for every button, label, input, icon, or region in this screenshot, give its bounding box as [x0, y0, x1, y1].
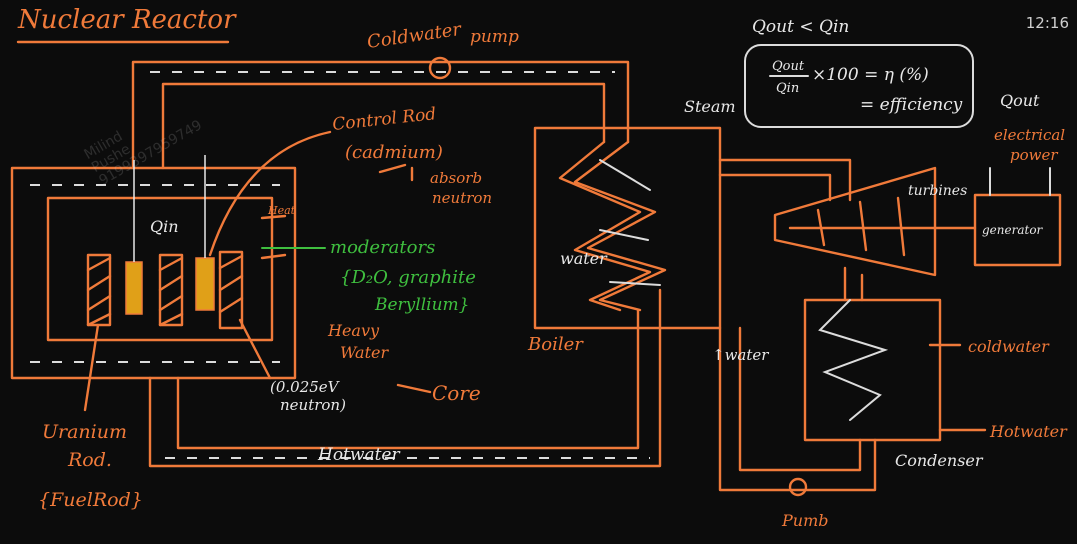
eq-ratio-rest: ×100 = η (%)	[812, 65, 929, 85]
turbine-blades	[816, 196, 906, 257]
coolant-pipe-outer	[131, 60, 630, 170]
bottom-pump-icon	[788, 477, 808, 497]
steam-pipe-inner	[718, 173, 832, 202]
label-generator: generator	[982, 223, 1044, 237]
label-cadmium: (cadmium)	[345, 142, 443, 163]
turbine	[773, 166, 937, 277]
label-heavy: Heavy	[327, 321, 380, 340]
eq-ratio-num: Qout	[772, 59, 805, 74]
label-hotwater-bottom: Hotwater	[317, 445, 400, 465]
eq-ratio-den: Qin	[776, 81, 799, 96]
condenser-tank	[803, 298, 942, 442]
clock-readout: 12:16	[1025, 14, 1069, 32]
label-control-rod: Control Rod	[331, 104, 437, 135]
label-moderator-list-1: {D₂O, graphite	[340, 267, 476, 288]
generator-leads	[989, 167, 1051, 196]
label-boiler: Boiler	[527, 334, 584, 355]
label-hotwater-right: Hotwater	[989, 422, 1068, 441]
neutron-pointer	[238, 318, 272, 380]
heat-arrow-2	[260, 253, 287, 260]
eq-compare: Qout < Qin	[752, 17, 849, 37]
label-heat: Heat	[267, 204, 296, 217]
label-qin: Qin	[150, 217, 179, 236]
label-electrical: electrical	[994, 126, 1065, 144]
label-moderator-list-2: Beryllium}	[374, 295, 469, 315]
label-uranium: Uranium	[42, 421, 127, 443]
reactor-core-box	[46, 196, 274, 342]
reactor-vessel	[10, 166, 297, 380]
absorb-underline	[378, 163, 407, 174]
eq-efficiency: = efficiency	[860, 95, 963, 115]
label-water-up: ↑water	[712, 346, 769, 364]
label-neutron-slow: neutron)	[280, 396, 346, 414]
heat-arrow	[260, 214, 287, 220]
top-pump-icon	[428, 56, 452, 80]
label-pump-top: pump	[470, 27, 519, 47]
control-rod-pointer	[208, 130, 332, 257]
label-moderators: moderators	[330, 237, 435, 258]
uranium-pointer	[83, 323, 100, 412]
return-pipe	[718, 326, 877, 492]
label-core: Core	[432, 381, 481, 405]
hot-pipe-inner	[176, 308, 640, 450]
label-heavy-water: Water	[340, 343, 389, 362]
generator-box	[973, 193, 1062, 267]
label-steam: Steam	[684, 97, 736, 116]
steam-pipe	[718, 158, 852, 202]
label-qout: Qout	[1000, 91, 1040, 110]
title: Nuclear Reactor	[17, 5, 237, 35]
boiler-heat-arrows	[599, 159, 661, 286]
condenser-coil	[818, 299, 889, 421]
label-fuel-rod: {FuelRod}	[38, 489, 143, 511]
core-arrow	[396, 383, 432, 394]
efficiency-box	[744, 44, 974, 128]
label-pump-bottom: Pumb	[781, 511, 828, 530]
boiler-coil	[573, 140, 667, 312]
fuel-rods	[86, 250, 244, 330]
return-pipe-inner	[738, 326, 862, 472]
label-neutron-energy: (0.025eV	[270, 378, 341, 396]
coolant-pipe-inner	[161, 82, 606, 170]
label-water-boiler: water	[560, 249, 608, 268]
label-condenser: Condenser	[895, 451, 984, 470]
control-rods	[125, 155, 215, 315]
label-absorb: absorb	[430, 169, 482, 187]
label-coldwater-right: coldwater	[968, 337, 1050, 356]
label-rod: Rod.	[67, 449, 112, 471]
label-turbines: turbines	[908, 183, 967, 199]
boiler-coil-inner	[558, 140, 652, 312]
label-coldwater-top: Coldwater	[366, 19, 464, 53]
label-power: power	[1010, 146, 1058, 164]
hot-pipe-outer	[148, 288, 662, 468]
label-absorb-neutron: neutron	[432, 189, 492, 207]
